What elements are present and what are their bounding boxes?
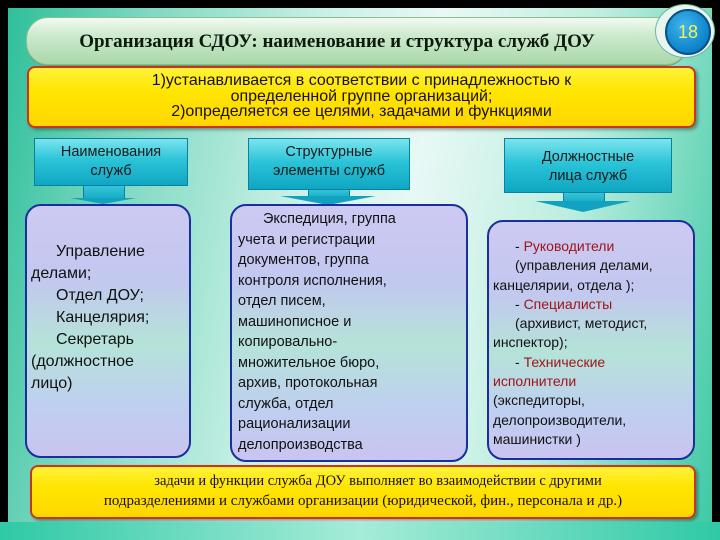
column-header-line: Наименования [60, 144, 162, 160]
body-line: Экспедиция, группа [263, 211, 396, 227]
arrow-down-icon [70, 198, 136, 204]
slide: Организация СДОУ: наименование и структу… [8, 4, 715, 530]
column-header-structural-elements: Структурные элементы служб [248, 138, 410, 190]
bottom-bar [0, 522, 720, 540]
body-line: учета и регистрации [238, 231, 376, 248]
role-title: Специалисты [523, 295, 613, 312]
page-number: 18 [677, 22, 699, 42]
column-header-line: лица служб [548, 168, 628, 184]
detail-line: инспектор); [493, 334, 568, 351]
bottom-note-box: задачи и функции служба ДОУ выполняет во… [30, 465, 696, 519]
column-body-structural-elements: Экспедиция, группа учета и регистрации д… [230, 204, 468, 462]
column-header-line: Должностные [541, 149, 635, 165]
top-note-box: 1)устанавливается в соответствии с прина… [27, 66, 696, 128]
detail-line: (архивист, методист, [515, 315, 648, 332]
column-body-officials: - Руководители (управления делами, канце… [487, 220, 695, 460]
body-line: отдел писем, [238, 293, 326, 309]
page-number-badge: 18 [665, 9, 711, 55]
column-body-service-names: Управление делами; Отдел ДОУ; Канцелярия… [25, 204, 191, 458]
arrow-down-icon [535, 201, 631, 212]
arrow-stem [83, 186, 125, 199]
body-line: копировально- [238, 334, 338, 350]
body-line: делопроизводства [238, 436, 363, 453]
body-line: архив, протокольная [238, 375, 378, 391]
role-title: Технические [523, 353, 606, 370]
body-line: делами; [31, 265, 92, 282]
body-line: рационализации [238, 416, 351, 432]
column-header-line: служб [90, 163, 132, 179]
top-note-line-3: 2)определяется ее целями, задачами и фун… [171, 103, 552, 120]
role-line: - Руководители [515, 238, 615, 254]
detail-line: (экспедиторы, [493, 392, 585, 409]
column-header-line: Структурные [285, 144, 373, 160]
body-line: Канцелярия; [56, 309, 150, 326]
role-line: - Специалисты [515, 295, 613, 312]
body-line: документов, группа [238, 252, 369, 268]
column-header-service-names: Наименования служб [34, 138, 188, 186]
body-line: Управление [56, 243, 145, 260]
bottom-note-line-2: подразделениями и службами организации (… [103, 493, 623, 509]
arrow-down-icon [280, 196, 376, 205]
body-line: Секретарь [56, 331, 134, 348]
bottom-note-line-1: задачи и функции служба ДОУ выполняет во… [154, 473, 602, 489]
body-line: множительное бюро, [238, 354, 380, 371]
role-title: исполнители [493, 373, 577, 390]
body-line: (должностное [31, 353, 134, 370]
top-note-line-1: 1)устанавливается в соответствии с прина… [151, 72, 572, 89]
detail-line: канцелярии, отдела ); [493, 276, 635, 293]
body-line: служба, отдел [238, 395, 334, 412]
title-bar: Организация СДОУ: наименование и структу… [26, 17, 688, 65]
detail-line: делопроизводители, [493, 411, 627, 428]
column-header-officials: Должностные лица служб [504, 138, 672, 193]
column-header-line: элементы служб [272, 163, 386, 179]
detail-line: (управления делами, [515, 257, 653, 274]
detail-line: машинистки ) [493, 430, 581, 447]
arrow-stem [308, 190, 350, 198]
slide-title: Организация СДОУ: наименование и структу… [79, 31, 595, 52]
body-line: контроля исполнения, [238, 272, 387, 289]
role-title: Руководители [523, 238, 615, 254]
body-line: лицо) [31, 375, 73, 392]
body-line: Отдел ДОУ; [56, 287, 144, 304]
body-line: машинописное и [238, 313, 352, 330]
arrow-stem [563, 193, 605, 203]
top-note-line-2: определенной группе организаций; [230, 88, 493, 105]
role-line: - Технические [515, 353, 606, 370]
